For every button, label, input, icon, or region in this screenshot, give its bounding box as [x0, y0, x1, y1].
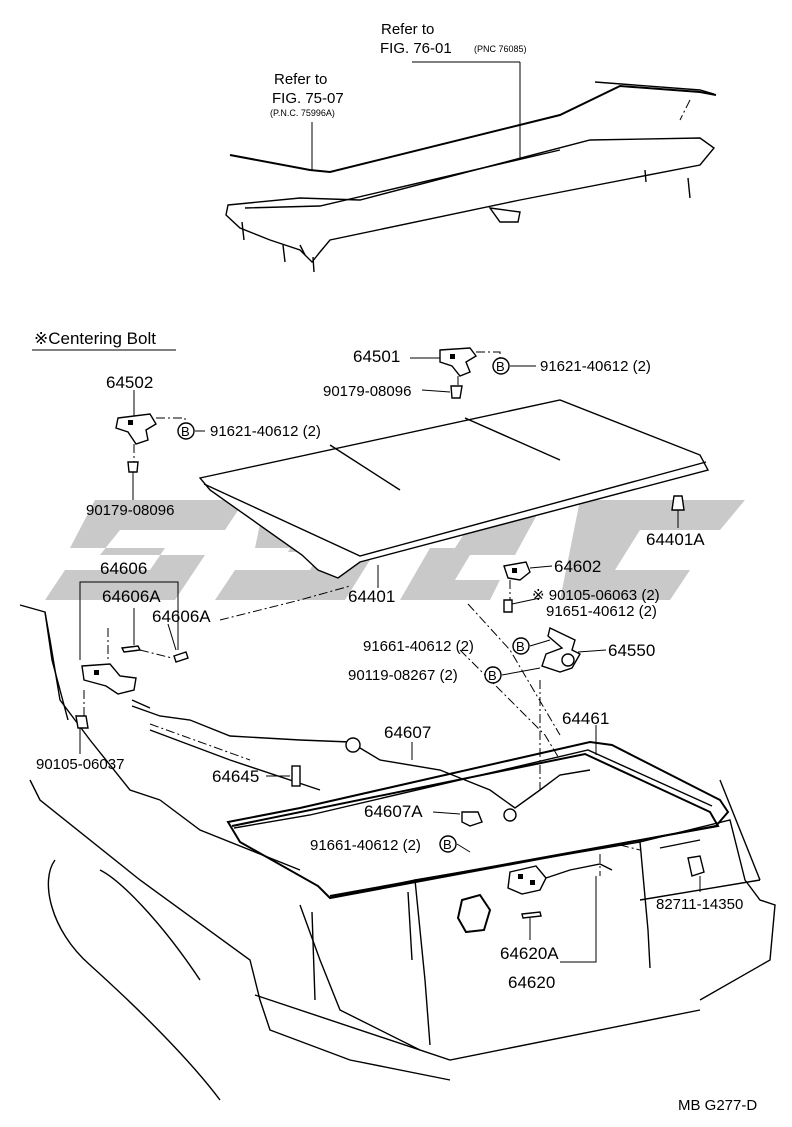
- label-64606: 64606: [100, 559, 147, 578]
- bracket-64550: [541, 626, 607, 673]
- label-91651: 91651-40612 (2): [546, 603, 657, 620]
- label-64645: 64645: [212, 767, 259, 786]
- ref-fig75-line1: Refer to: [274, 71, 327, 88]
- label-64401: 64401: [348, 587, 395, 606]
- label-64620: 64620: [508, 973, 555, 992]
- lock-64620: [507, 863, 613, 919]
- label-64620A: 64620A: [500, 944, 559, 963]
- leader-b4: [501, 667, 541, 676]
- bolt-marker-b4: B: [484, 666, 502, 684]
- diagram-code: MB G277-D: [678, 1097, 757, 1114]
- svg-text:B: B: [496, 359, 505, 374]
- label-64607A: 64607A: [364, 802, 423, 821]
- svg-text:B: B: [181, 424, 190, 439]
- ref-fig76-pnc: (PNC 76085): [474, 44, 527, 54]
- label-91661-low: 91661-40612 (2): [310, 837, 421, 854]
- hinge-64502: [115, 413, 186, 473]
- clip-64607A: [461, 811, 483, 827]
- label-91621-left: 91621-40612 (2): [210, 423, 321, 440]
- ref-fig76-line1: Refer to: [381, 21, 434, 38]
- ref-fig76-line2: FIG. 76-01: [380, 40, 452, 57]
- svg-text:B: B: [488, 668, 497, 683]
- label-91621-top: 91621-40612 (2): [540, 358, 651, 375]
- label-90179-top: 90179-08096: [323, 383, 411, 400]
- bolt-marker-b1: B: [492, 357, 510, 375]
- svg-text:B: B: [443, 837, 452, 852]
- ref-fig75-line2: FIG. 75-07: [272, 90, 344, 107]
- label-64607: 64607: [384, 723, 431, 742]
- leader-64602: [529, 565, 553, 569]
- label-64606A-2: 64606A: [152, 607, 211, 626]
- label-64401A: 64401A: [646, 530, 705, 549]
- svg-text:B: B: [516, 639, 525, 654]
- bolt-marker-b3: B: [512, 637, 530, 655]
- label-90179-left: 90179-08096: [86, 502, 174, 519]
- label-64606A-1: 64606A: [102, 587, 161, 606]
- bolt-marker-b5: B: [439, 835, 457, 853]
- leader-64606: [79, 581, 179, 660]
- part-82711: [659, 839, 705, 892]
- rear-spoiler: [225, 81, 717, 273]
- label-91661-mid: 91661-40612 (2): [363, 638, 474, 655]
- label-82711: 82711-14350: [656, 896, 743, 913]
- centering-bolt-legend: ※Centering Bolt: [34, 329, 156, 348]
- label-64501: 64501: [353, 347, 400, 366]
- label-64550: 64550: [608, 641, 655, 660]
- label-64602: 64602: [554, 557, 601, 576]
- weatherstrip-64461: [231, 752, 720, 897]
- label-90105-06063: ※ 90105-06063 (2): [532, 587, 660, 604]
- ref-fig75-pnc: (P.N.C. 75996A): [270, 108, 335, 118]
- leader-90179-top: [421, 389, 451, 393]
- bracket-64602: [503, 561, 531, 613]
- label-64461: 64461: [562, 709, 609, 728]
- trunk-lid: [198, 399, 710, 579]
- part-64645: [291, 765, 301, 787]
- leader-64606A-2: [167, 623, 177, 651]
- leader-b3: [529, 639, 551, 647]
- leader-64607A: [432, 811, 461, 815]
- label-64502: 64502: [106, 373, 153, 392]
- label-90119: 90119-08267 (2): [348, 667, 458, 684]
- bolt-marker-b2: B: [177, 422, 195, 440]
- leader-64620: [560, 876, 597, 963]
- leader-b5: [456, 843, 471, 853]
- hinge-64501: [439, 347, 501, 399]
- stopper-64401A: [671, 495, 685, 511]
- leader-90105-06063: [511, 597, 541, 605]
- assembly-dash-lines: [149, 585, 641, 876]
- latch-64606: [75, 628, 189, 729]
- label-90105-06037: 90105-06037: [36, 756, 124, 773]
